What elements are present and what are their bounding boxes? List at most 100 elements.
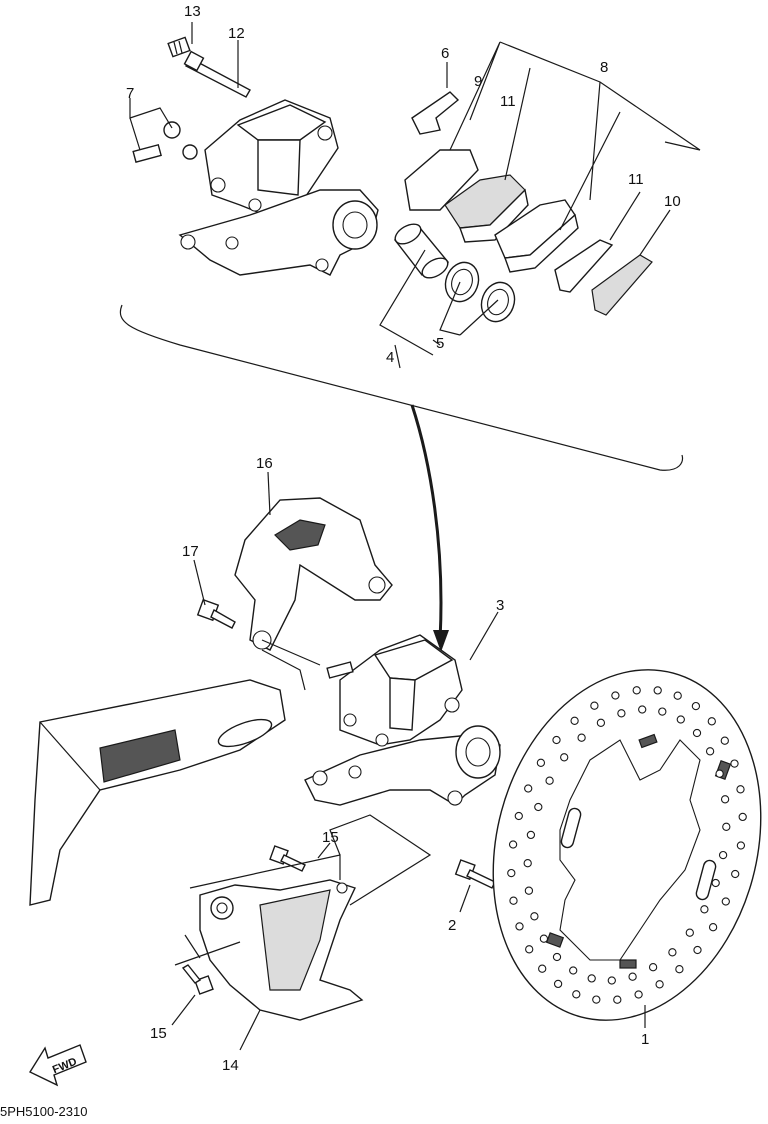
disc-hole <box>509 896 518 905</box>
bolt-15-lower <box>181 964 214 995</box>
fwd-arrow-icon: FWD <box>28 1044 87 1087</box>
disc-hole <box>691 701 701 711</box>
callout-16: 16 <box>256 455 273 472</box>
disc-hole <box>634 990 643 999</box>
callout-6: 6 <box>441 45 449 62</box>
swingarm <box>29 679 286 906</box>
callout-14: 14 <box>222 1057 239 1074</box>
callout-17: 17 <box>182 543 199 560</box>
group-bracket-curve <box>119 304 684 471</box>
disc-hole <box>545 776 554 785</box>
disc-hole <box>655 980 664 989</box>
callout-9: 9 <box>474 73 482 90</box>
disc-hole <box>526 830 536 840</box>
disc-hole <box>572 990 581 999</box>
disc-hole <box>676 715 685 724</box>
disc-hole <box>708 923 718 932</box>
disc-hole <box>587 974 596 983</box>
disc-hole <box>525 945 534 954</box>
disc-hole <box>638 705 647 714</box>
disc-hole <box>736 785 745 794</box>
disc-hole <box>700 905 709 914</box>
callout-13: 13 <box>184 3 201 20</box>
disc-hole <box>570 716 579 725</box>
disc-hole <box>560 753 569 762</box>
disc-hole <box>693 945 702 955</box>
callout-4: 4 <box>386 349 394 366</box>
disc-hole <box>707 717 716 726</box>
disc-hole <box>553 979 563 989</box>
disc-hole <box>536 758 546 767</box>
pin-cap-13 <box>167 36 191 58</box>
disc-hole <box>569 966 578 975</box>
disc-cooling-holes <box>507 686 747 1004</box>
disc-hole <box>705 747 715 756</box>
disc-hole <box>715 769 724 778</box>
disc-hole <box>722 822 731 831</box>
disc-hole <box>731 869 740 879</box>
disc-hole <box>539 934 549 943</box>
callout-2: 2 <box>448 917 456 934</box>
callout-10: 10 <box>664 193 681 210</box>
disc-hole <box>721 897 730 906</box>
callout-5: 5 <box>436 335 444 352</box>
callout-15-lower: 15 <box>150 1025 167 1042</box>
disc-bolt-2 <box>454 859 496 889</box>
caliper-bracket-16 <box>234 497 393 651</box>
callout-12: 12 <box>228 25 245 42</box>
disc-hole <box>507 868 516 878</box>
disc-hole <box>552 952 562 962</box>
disc-hole <box>611 691 620 700</box>
disc-hole <box>720 736 729 745</box>
assembly-arrow <box>410 404 449 652</box>
disc-hole <box>736 841 746 850</box>
disc-hole <box>552 735 561 745</box>
disc-hole <box>628 972 637 981</box>
callout-11-top: 11 <box>500 93 516 110</box>
disc-hole <box>658 707 667 716</box>
disc-hole <box>534 802 543 812</box>
disc-hole <box>730 759 739 768</box>
callout-labels: 13 12 7 6 9 8 11 11 10 4 5 16 17 3 15 2 … <box>126 3 681 1074</box>
piston-4 <box>393 223 450 279</box>
disc-hole <box>607 976 616 985</box>
caliper-body-exploded <box>178 99 379 276</box>
callout-8: 8 <box>600 59 608 76</box>
disc-hole <box>596 718 606 727</box>
disc-hole <box>515 922 524 931</box>
disc-hole <box>738 812 747 822</box>
disc-hole <box>514 811 523 821</box>
bolt-15-upper <box>269 845 306 872</box>
drawing-code: 5PH5100-2310 <box>0 1104 87 1119</box>
top-group-leader-lines <box>129 22 701 369</box>
disc-hole <box>590 701 599 710</box>
callout-1: 1 <box>641 1031 649 1048</box>
disc-hole <box>675 965 684 974</box>
disc-hole <box>538 964 547 973</box>
disc-hole <box>692 728 702 738</box>
disc-hole <box>673 691 682 700</box>
disc-hole <box>592 995 601 1004</box>
disc-hole <box>613 995 622 1004</box>
disc-hole <box>523 859 532 868</box>
bleed-screw-7 <box>132 121 198 164</box>
disc-hole <box>632 686 641 695</box>
disc-hole <box>524 784 533 793</box>
brake-pads-and-shims <box>404 149 653 316</box>
disc-hole <box>718 850 728 860</box>
caliper-pin-12 <box>183 50 251 98</box>
brake-disc-1 <box>492 669 762 1021</box>
caliper-exploded-group <box>119 22 701 471</box>
pad-spring-6 <box>411 91 460 135</box>
callout-15-upper: 15 <box>322 829 339 846</box>
disc-hole <box>668 948 677 957</box>
disc-hole <box>617 709 626 718</box>
disc-hole <box>648 963 658 972</box>
lower-leader-lines <box>171 471 646 1051</box>
disc-hole <box>653 686 662 695</box>
disc-hole <box>711 878 720 888</box>
disc-hole <box>720 795 730 804</box>
disc-hole <box>577 733 586 742</box>
disc-hole <box>524 886 534 895</box>
disc-guard-14 <box>199 879 364 1021</box>
